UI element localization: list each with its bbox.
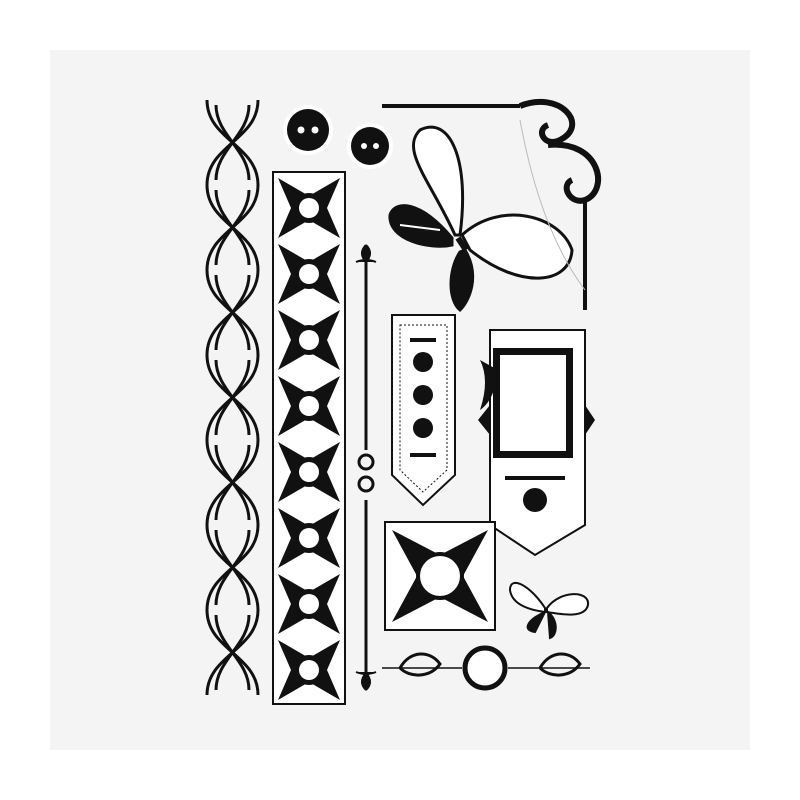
- butterfly-small-stamp: [508, 581, 590, 640]
- chain-link: [205, 269, 260, 356]
- chain-link: [205, 184, 260, 271]
- butterfly-large-stamp: [388, 125, 574, 313]
- damask-motif: [278, 640, 340, 700]
- chain-link: [205, 524, 260, 611]
- damask-motif: [278, 178, 340, 238]
- corner-flourish-stamp: [382, 98, 602, 310]
- fleur-rod-stamp: [355, 244, 377, 691]
- chain-link: [205, 439, 260, 526]
- chain-border-stamp: [205, 99, 260, 696]
- frame-tag-stamp: [478, 329, 595, 557]
- button-small-stamp: [347, 123, 393, 169]
- damask-motif: [278, 508, 340, 568]
- chain-link: [205, 354, 260, 441]
- button-large-stamp: [283, 105, 333, 155]
- damask-motif: [278, 376, 340, 436]
- damask-motif: [278, 244, 340, 304]
- damask-motif: [278, 574, 340, 634]
- horizontal-flourish-stamp: [382, 645, 590, 691]
- damask-motif: [278, 310, 340, 370]
- square-medallion-stamp: [384, 521, 496, 631]
- chain-link: [205, 609, 260, 696]
- damask-motif: [278, 442, 340, 502]
- ornate-tag-stamp: [391, 314, 456, 507]
- chain-link: [205, 99, 260, 186]
- damask-strip-stamp: [272, 171, 346, 705]
